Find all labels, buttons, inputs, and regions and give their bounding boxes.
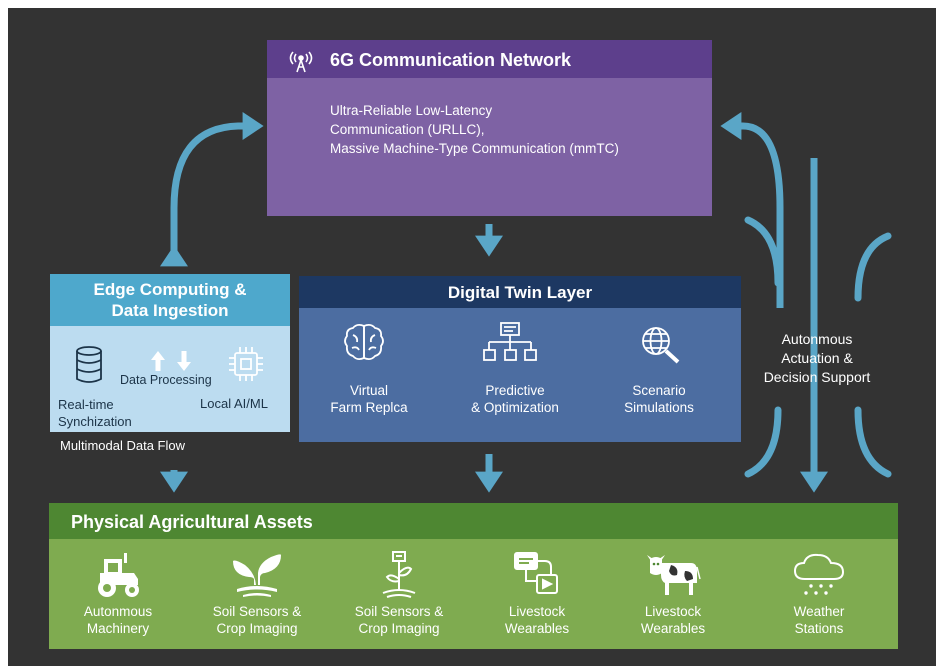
flowchart-icon: [483, 322, 537, 361]
asset-label: Weather Stations: [754, 603, 884, 637]
twin-label-line: Virtual: [349, 383, 389, 398]
twin-label-line: Farm Replca: [330, 400, 408, 415]
realtime-line: Synchization: [58, 414, 132, 429]
up-down-arrows-icon: [151, 351, 191, 371]
twin-label-line: Simulations: [624, 400, 694, 415]
sensor-plant-icon: [382, 551, 416, 598]
data-processing-label: Data Processing: [120, 373, 212, 387]
twin-item-label: Predictive & Optimization: [455, 382, 575, 416]
actuation-line: Actuation &: [781, 350, 853, 366]
asset-label-line: Livestock: [508, 604, 566, 619]
arrow-network-edge: [160, 112, 264, 267]
twin-label-line: & Optimization: [471, 400, 559, 415]
globe-search-icon: [642, 327, 680, 364]
twin-item-label: Virtual Farm Replca: [314, 382, 424, 416]
digital-twin-box: Digital Twin Layer: [299, 276, 741, 442]
asset-label: Livestock Wearables: [608, 603, 738, 637]
actuation-line: Autonmous: [781, 331, 853, 347]
local-ai-label: Local AI/ML: [200, 396, 268, 411]
asset-label-line: Stations: [794, 621, 844, 636]
antenna-icon: [289, 51, 313, 73]
physical-assets-box: Physical Agricultural Assets: [49, 503, 898, 649]
database-icon: [76, 346, 102, 383]
twin-label-line: Scenario: [632, 383, 686, 398]
asset-label-line: Wearables: [640, 621, 706, 636]
twin-title: Digital Twin Layer: [447, 283, 593, 302]
asset-label-line: Soil Sensors &: [212, 604, 302, 619]
connector-arrows: [160, 112, 892, 493]
physical-header: Physical Agricultural Assets: [49, 503, 898, 539]
asset-label-line: Machinery: [86, 621, 150, 636]
asset-label-line: Livestock: [644, 604, 702, 619]
network-desc-line: Massive Machine-Type Communication (mmTC…: [330, 141, 619, 156]
twin-header: Digital Twin Layer: [299, 276, 741, 308]
tractor-icon: [98, 553, 139, 597]
actuation-line: Decision Support: [763, 369, 871, 385]
chip-icon: [229, 347, 263, 381]
curve-left-top: [744, 216, 782, 287]
asset-label-line: Weather: [793, 604, 845, 619]
realtime-line: Real-time: [58, 397, 114, 412]
wearable-device-icon: [514, 552, 558, 594]
actuation-label: Autonmous Actuation & Decision Support: [752, 330, 882, 387]
network-description: Ultra-Reliable Low-Latency Communication…: [330, 101, 619, 158]
edge-title-line: Data Ingestion: [111, 301, 229, 320]
asset-label-line: Soil Sensors &: [354, 604, 444, 619]
arrow-actuation-network: [720, 112, 784, 308]
asset-label-line: Crop Imaging: [216, 621, 298, 636]
asset-label: Soil Sensors & Crop Imaging: [334, 603, 464, 637]
edge-title: Edge Computing & Data Ingestion: [50, 279, 290, 321]
twin-item-label: Scenario Simulations: [604, 382, 714, 416]
curve-right-bottom: [854, 406, 892, 478]
physical-title: Physical Agricultural Assets: [71, 512, 313, 532]
asset-label-line: Wearables: [504, 621, 570, 636]
asset-label-line: Autonmous: [83, 604, 153, 619]
asset-label: Livestock Wearables: [472, 603, 602, 637]
brain-icon: [344, 323, 384, 361]
network-title: 6G Communication Network: [330, 50, 572, 70]
cow-icon: [647, 555, 701, 595]
edge-header: Edge Computing & Data Ingestion: [50, 274, 290, 326]
network-desc-line: Ultra-Reliable Low-Latency: [330, 103, 493, 118]
multimodal-flow-label: Multimodal Data Flow: [60, 438, 185, 453]
network-desc-line: Communication (URLLC),: [330, 122, 485, 137]
curve-left-bottom: [744, 406, 782, 478]
curve-right-top: [854, 232, 892, 302]
edge-title-line: Edge Computing &: [93, 280, 247, 299]
asset-label: Autonmous Machinery: [53, 603, 183, 637]
asset-label-line: Crop Imaging: [358, 621, 440, 636]
realtime-sync-label: Real-time Synchization: [58, 396, 132, 430]
rain-cloud-icon: [793, 553, 845, 595]
diagram-canvas: 6G Communication Network Ultra-Reliable …: [8, 8, 936, 666]
sprout-icon: [233, 554, 281, 597]
edge-computing-box: Edge Computing & Data Ingestion: [50, 274, 290, 432]
asset-label: Soil Sensors & Crop Imaging: [192, 603, 322, 637]
twin-label-line: Predictive: [485, 383, 545, 398]
network-box: 6G Communication Network Ultra-Reliable …: [267, 40, 712, 216]
network-header: 6G Communication Network: [267, 40, 712, 78]
